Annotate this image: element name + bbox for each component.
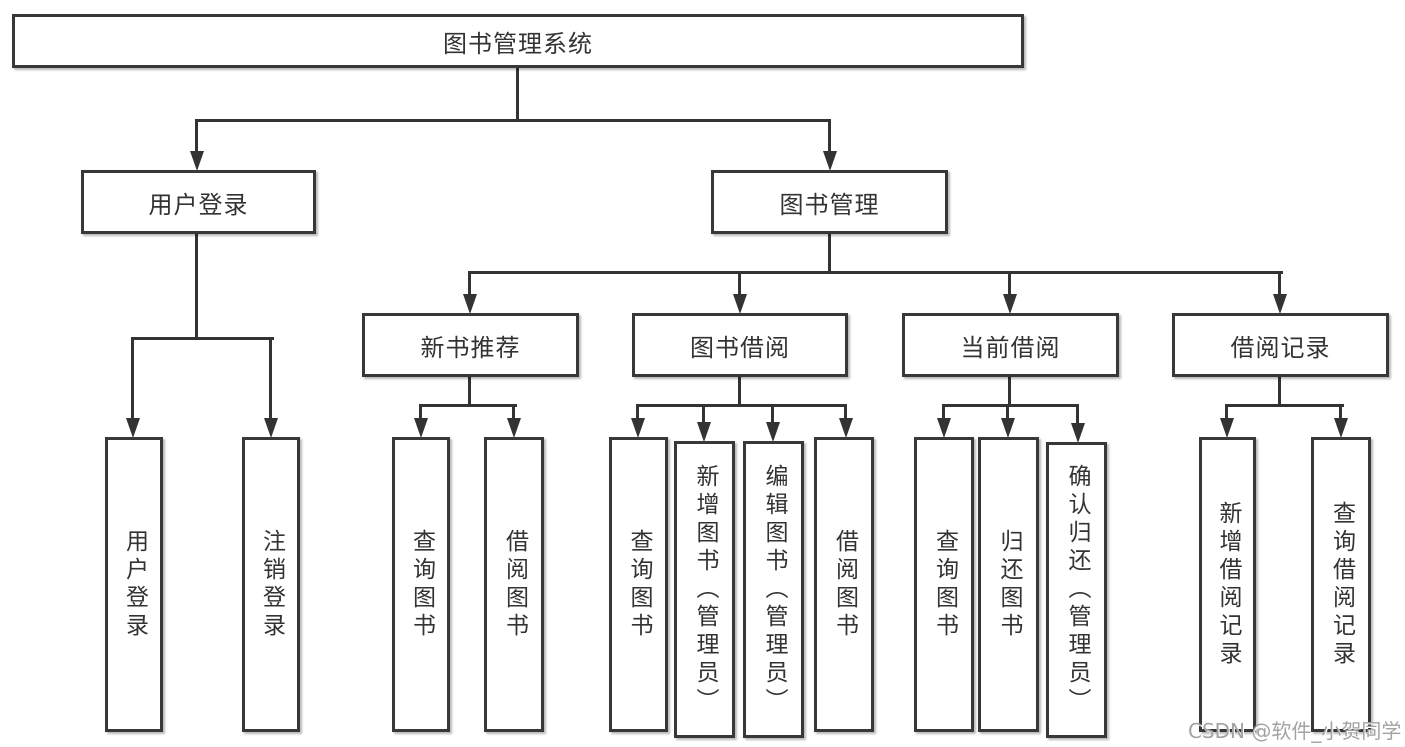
arrowhead-icon	[1334, 418, 1348, 438]
leaf-nbr-borrow-books-label: 借阅图书	[501, 528, 528, 641]
connector-line	[468, 271, 471, 296]
connector-line	[195, 232, 198, 339]
connector-line	[1008, 271, 1011, 296]
connector-line	[468, 375, 471, 407]
connector-line	[1008, 375, 1011, 407]
node-new-book-recommend-label: 新书推荐	[420, 333, 521, 362]
node-book-borrow: 图书借阅	[632, 313, 848, 377]
leaf-logout-label: 注销登录	[258, 528, 285, 641]
node-current-borrow: 当前借阅	[902, 313, 1119, 377]
connector-line	[131, 337, 274, 340]
leaf-br-query-record-label: 查询借阅记录	[1328, 500, 1355, 669]
arrowhead-icon	[937, 418, 951, 438]
leaf-bb-edit-books-admin-label: 编辑图书（管理员）	[761, 463, 787, 716]
arrowhead-icon	[766, 422, 780, 442]
leaf-logout: 注销登录	[242, 437, 300, 732]
arrowhead-icon	[414, 418, 428, 438]
connector-line	[1076, 404, 1079, 424]
connector-line	[1225, 404, 1344, 407]
leaf-bb-borrow-books: 借阅图书	[814, 437, 874, 732]
leaf-user-login-label: 用户登录	[121, 528, 148, 641]
arrowhead-icon	[1220, 418, 1234, 438]
node-root-label: 图书管理系统	[443, 29, 593, 58]
leaf-cb-query-books: 查询图书	[914, 437, 974, 732]
arrowhead-icon	[1071, 423, 1085, 443]
arrowhead-icon	[463, 294, 477, 314]
connector-line	[771, 404, 774, 423]
connector-line	[196, 119, 831, 122]
connector-line	[636, 404, 847, 407]
arrowhead-icon	[733, 294, 747, 314]
leaf-cb-confirm-return-admin: 确认归还（管理员）	[1046, 442, 1107, 738]
connector-line	[516, 68, 519, 120]
arrowhead-icon	[1273, 294, 1287, 314]
arrowhead-icon	[823, 151, 837, 171]
node-user-login-group-label: 用户登录	[148, 190, 249, 219]
connector-line	[269, 337, 272, 419]
connector-line	[828, 119, 831, 153]
node-new-book-recommend: 新书推荐	[362, 313, 579, 377]
node-current-borrow-label: 当前借阅	[960, 333, 1061, 362]
leaf-bb-add-books-admin: 新增图书（管理员）	[674, 441, 735, 738]
leaf-cb-query-books-label: 查询图书	[931, 528, 958, 641]
arrowhead-icon	[1003, 294, 1017, 314]
arrowhead-icon	[631, 418, 645, 438]
leaf-cb-return-books: 归还图书	[978, 437, 1039, 732]
connector-line	[1339, 404, 1342, 419]
connector-line	[636, 404, 639, 419]
arrowhead-icon	[507, 418, 521, 438]
leaf-br-add-record: 新增借阅记录	[1199, 437, 1256, 732]
leaf-bb-edit-books-admin: 编辑图书（管理员）	[743, 441, 804, 738]
connector-line	[195, 119, 198, 153]
connector-line	[828, 232, 831, 273]
connector-line	[468, 271, 1283, 274]
leaf-nbr-query-books-label: 查询图书	[408, 528, 435, 641]
leaf-bb-query-books-label: 查询图书	[626, 528, 652, 641]
arrowhead-icon	[190, 151, 204, 171]
node-root: 图书管理系统	[12, 14, 1024, 68]
connector-line	[512, 404, 515, 419]
leaf-bb-borrow-books-label: 借阅图书	[831, 528, 858, 641]
node-book-management: 图书管理	[711, 170, 948, 234]
connector-line	[738, 375, 741, 407]
leaf-nbr-query-books: 查询图书	[392, 437, 450, 732]
arrowhead-icon	[126, 418, 140, 438]
leaf-nbr-borrow-books: 借阅图书	[484, 437, 544, 732]
leaf-bb-add-books-admin-label: 新增图书（管理员）	[692, 463, 718, 716]
connector-line	[738, 271, 741, 296]
node-user-login-group: 用户登录	[81, 170, 316, 234]
leaf-cb-return-books-label: 归还图书	[996, 528, 1022, 641]
arrowhead-icon	[1001, 418, 1015, 438]
node-borrow-records-label: 借阅记录	[1230, 333, 1331, 362]
arrowhead-icon	[839, 418, 853, 438]
csdn-watermark: CSDN @软件_小贺同学	[1188, 719, 1402, 743]
arrowhead-icon	[264, 418, 278, 438]
node-book-management-label: 图书管理	[779, 190, 880, 219]
connector-line	[1225, 404, 1228, 419]
connector-line	[1278, 375, 1281, 407]
connector-line	[131, 337, 134, 419]
leaf-br-query-record: 查询借阅记录	[1311, 437, 1371, 732]
connector-line	[1278, 271, 1281, 296]
connector-line	[419, 404, 422, 419]
node-book-borrow-label: 图书借阅	[690, 333, 790, 362]
arrowhead-icon	[697, 422, 711, 442]
leaf-bb-query-books: 查询图书	[609, 437, 668, 732]
leaf-br-add-record-label: 新增借阅记录	[1215, 500, 1241, 669]
connector-line	[419, 404, 517, 407]
connector-line	[1006, 404, 1009, 419]
leaf-cb-confirm-return-admin-label: 确认归还（管理员）	[1064, 464, 1090, 716]
connector-line	[942, 404, 1079, 407]
leaf-user-login: 用户登录	[105, 437, 163, 732]
connector-line	[844, 404, 847, 419]
node-borrow-records: 借阅记录	[1172, 313, 1389, 377]
connector-line	[942, 404, 945, 419]
connector-line	[702, 404, 705, 423]
